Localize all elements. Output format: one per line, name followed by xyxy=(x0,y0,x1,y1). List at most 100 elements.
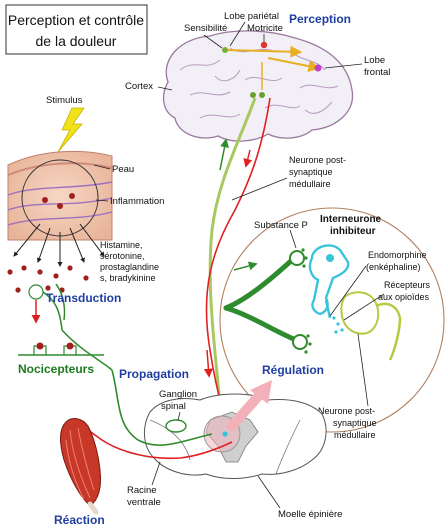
label-histamine-1: Histamine, xyxy=(100,240,143,250)
label-peau: Peau xyxy=(112,164,134,175)
receptor-dots xyxy=(301,248,344,354)
label-moelle: Moelle épinière xyxy=(278,509,342,520)
label-histamine-4: s, bradykinine xyxy=(100,273,156,283)
label-sensibilite: Sensibilité xyxy=(184,23,227,34)
title-frame xyxy=(5,4,148,55)
ascending-arrow xyxy=(219,138,230,171)
leader-frontal xyxy=(324,63,363,69)
label-perception: Perception xyxy=(289,12,351,26)
terminal-bottom xyxy=(292,334,308,350)
label-lobe-frontal-2: frontal xyxy=(364,67,390,78)
label-reaction: Réaction xyxy=(54,513,105,527)
label-neurone-post-2a: Neurone post- xyxy=(318,406,375,416)
muscle xyxy=(60,418,101,515)
nociceptor-strip xyxy=(18,342,104,356)
regulation-circle xyxy=(219,207,445,433)
interneuron-axon xyxy=(324,299,332,319)
cord-fibers xyxy=(149,419,301,475)
brain xyxy=(162,30,354,142)
label-recepteurs-1: Récepteurs xyxy=(384,280,431,290)
label-racine-2: ventrale xyxy=(127,497,161,508)
label-motricite: Motricite xyxy=(247,23,283,34)
label-ganglion-2: spinal xyxy=(161,401,186,412)
label-lobe-parietal: Lobe pariétal xyxy=(224,11,279,22)
ascending-pathway xyxy=(208,97,257,436)
release-arrows xyxy=(13,223,105,267)
leader-sensibilite xyxy=(203,34,223,49)
zoom-arrow-head xyxy=(250,380,272,404)
label-endomorphine-1: Endomorphine xyxy=(368,250,427,260)
afferent-arrow xyxy=(233,261,258,271)
label-racine-1: Racine xyxy=(127,485,157,496)
leader-recepteurs xyxy=(343,293,385,321)
muscle-fibers xyxy=(65,427,95,501)
zoom-arrow-shaft xyxy=(227,387,267,431)
inflam-dot-1 xyxy=(42,197,48,203)
label-neurone-post-2c: médullaire xyxy=(334,430,376,440)
lobe-arrow-2 xyxy=(267,57,321,73)
lobe-arrow-1 xyxy=(224,45,303,58)
label-histamine-3: prostaglandine xyxy=(100,262,159,272)
label-regulation: Régulation xyxy=(262,363,324,377)
label-lobe-frontal-1: Lobe xyxy=(364,55,385,66)
postsynaptic-neuron xyxy=(340,291,380,335)
interneuron-nucleus xyxy=(326,254,334,262)
label-stimulus: Stimulus xyxy=(46,95,83,106)
cord-interneuron-dot xyxy=(222,431,228,437)
label-substance-p: Substance P xyxy=(254,220,308,231)
label-inflammation: Inflammation xyxy=(110,196,164,207)
leader-substance-p xyxy=(289,229,297,249)
leader-racine xyxy=(151,461,161,486)
tendon xyxy=(87,501,99,515)
leader-ganglion xyxy=(177,411,181,421)
leader-moelle xyxy=(257,475,281,509)
label-neurone-post-1b: synaptique xyxy=(289,167,333,177)
leader-peau xyxy=(93,164,111,170)
motor-dot xyxy=(260,41,268,49)
afferent-axon-bottom xyxy=(223,305,299,343)
label-neurone-post-1c: médullaire xyxy=(289,179,331,189)
parietal-dot xyxy=(222,47,228,53)
leader-neurone-post-1 xyxy=(231,177,288,201)
label-recepteurs-2: aux opioïdes xyxy=(378,292,430,302)
title-line-2: de la douleur xyxy=(36,33,117,49)
muscle-body xyxy=(60,418,101,507)
nociceptor-ending xyxy=(28,283,113,371)
descending-arrow xyxy=(203,349,213,378)
leader-neurone-post-2 xyxy=(357,333,369,407)
brain-outline xyxy=(162,30,354,142)
label-neurone-post-1a: Neurone post- xyxy=(289,155,346,165)
terminal-top xyxy=(289,250,305,266)
descending-arrow-2 xyxy=(243,149,253,168)
label-neurone-post-2b: synaptique xyxy=(333,418,377,428)
label-endomorphine-2: (enképhaline) xyxy=(366,262,421,272)
skin-layer-1 xyxy=(7,162,113,176)
label-histamine-2: sérotonine, xyxy=(100,251,145,261)
label-ganglion-1: Ganglion xyxy=(159,389,197,400)
frontal-dot xyxy=(314,64,322,72)
label-nocicepteurs: Nocicepteurs xyxy=(18,362,94,376)
thalamus-dot-2 xyxy=(259,92,265,98)
leader-endomorphine xyxy=(329,265,367,317)
label-propagation: Propagation xyxy=(119,367,189,381)
skin-section xyxy=(7,150,113,241)
lightning-icon xyxy=(57,107,85,153)
label-interneurone-1: Interneurone xyxy=(320,214,382,225)
afferent-axon-top xyxy=(223,257,295,311)
label-transduction: Transduction xyxy=(46,291,121,305)
leader-cortex xyxy=(157,86,173,91)
skin-tissue xyxy=(7,150,113,241)
title-line-1: Perception et contrôle xyxy=(8,12,144,28)
afferent-path xyxy=(111,369,213,446)
leader-inflammation xyxy=(95,199,109,202)
leader-parietal xyxy=(229,21,246,47)
inflam-dot-3 xyxy=(69,193,75,199)
title-box: Perception et contrôle de la douleur xyxy=(5,4,148,55)
mediator-dots xyxy=(7,265,89,293)
spinal-ganglion xyxy=(165,419,187,433)
label-interneurone-2: inhibiteur xyxy=(330,226,376,237)
inflam-dot-2 xyxy=(57,203,63,209)
label-cortex: Cortex xyxy=(125,81,153,92)
regulation-boundary xyxy=(219,207,445,433)
